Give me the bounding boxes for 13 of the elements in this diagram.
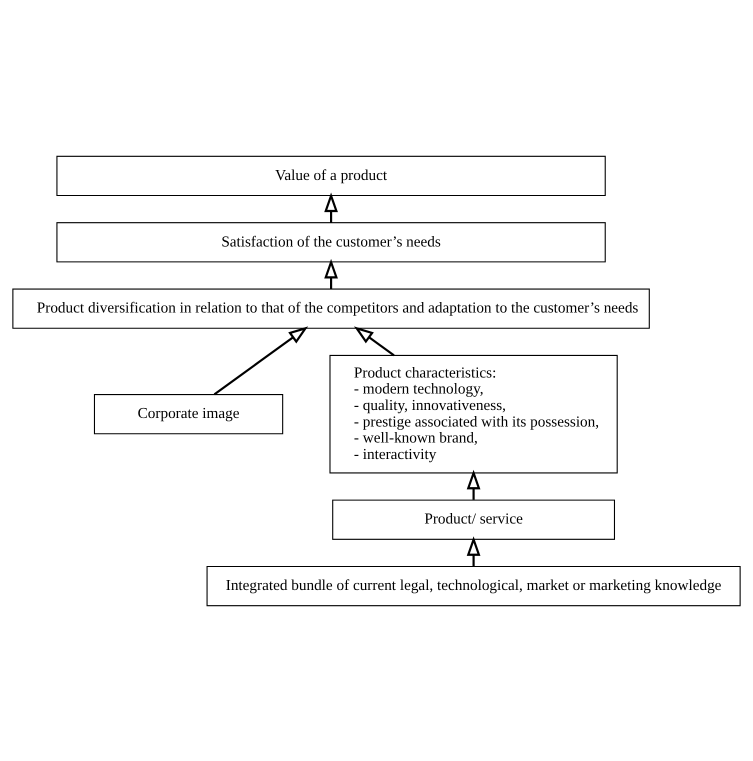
arrow bbox=[324, 258, 338, 288]
arrow bbox=[214, 326, 308, 395]
node-box: Product diversification in relation to that of the competitors and adaptation to the customer’s needs bbox=[12, 288, 650, 328]
arrow bbox=[466, 536, 480, 566]
node-box: Value of a product bbox=[56, 155, 606, 196]
node-box: Integrated bundle of current legal, technological, market or marketing knowledge bbox=[206, 565, 741, 606]
arrow bbox=[354, 326, 395, 356]
arrow bbox=[324, 192, 338, 222]
node-box: Product/ service bbox=[332, 499, 616, 540]
node-box: Satisfaction of the customer’s needs bbox=[56, 222, 606, 262]
node-box: Product characteristics: - modern technology, - quality, innovativeness, - prestige associated with its possession, - well-known brand, - interactivity bbox=[329, 354, 618, 473]
node-box: Corporate image bbox=[94, 394, 284, 434]
arrow bbox=[466, 469, 480, 500]
